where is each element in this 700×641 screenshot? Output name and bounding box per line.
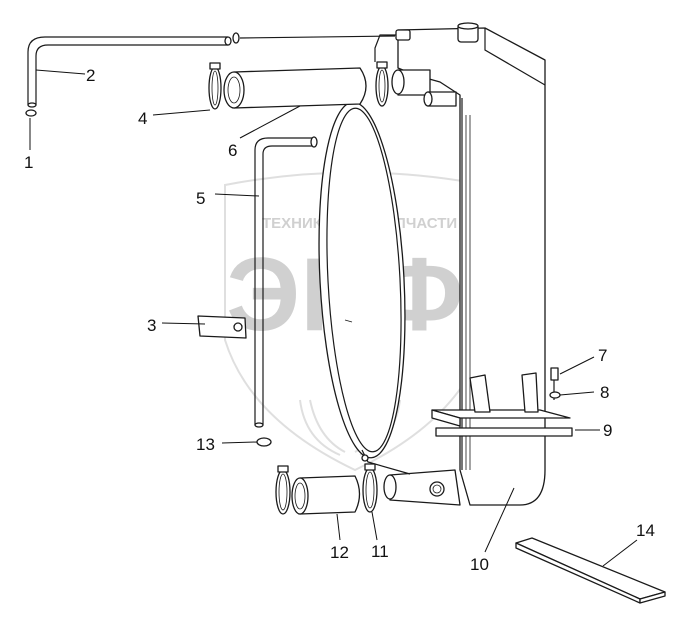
callout-14: 14 <box>636 521 655 540</box>
callout-2: 2 <box>86 66 95 85</box>
callout-4: 4 <box>138 109 147 128</box>
drain-connector <box>361 449 411 475</box>
washer <box>549 391 561 399</box>
callout-3: 3 <box>147 316 156 335</box>
callout-5: 5 <box>196 189 205 208</box>
fan-shroud-ring <box>318 101 406 459</box>
upper-radiator-hose <box>223 67 367 109</box>
drain-plug <box>361 454 369 462</box>
hose-clamp-lower-left <box>275 465 291 515</box>
callout-1: 1 <box>24 153 33 172</box>
hose-clamp-upper-right <box>375 61 389 107</box>
radiator-body <box>374 22 546 506</box>
hose-clamp-small-lower <box>256 437 272 447</box>
callout-labels: 1 2 3 4 5 6 7 8 9 10 11 12 13 14 <box>24 66 655 574</box>
callout-8: 8 <box>600 383 609 402</box>
callout-11: 11 <box>371 542 389 561</box>
watermark-text-left: ТЕХНИКА <box>262 215 333 232</box>
callout-13: 13 <box>196 435 215 454</box>
hose-fitting <box>232 32 240 44</box>
hose-clamp-upper-left <box>208 62 222 110</box>
hose-clamp-small <box>25 109 37 117</box>
callout-7: 7 <box>598 346 607 365</box>
lower-radiator-hose <box>291 475 361 515</box>
callout-6: 6 <box>228 141 237 160</box>
hose-clamp-lower-right <box>362 463 378 513</box>
callout-9: 9 <box>603 421 612 440</box>
tube-clip <box>197 315 247 339</box>
overflow-tube <box>254 136 318 428</box>
callout-10: 10 <box>470 555 489 574</box>
vent-line <box>239 35 396 39</box>
mounting-bracket <box>431 372 573 437</box>
cover-plate <box>515 537 666 604</box>
upper-hose-pipe <box>27 36 232 108</box>
leader-lines <box>29 69 638 567</box>
callout-12: 12 <box>330 543 349 562</box>
